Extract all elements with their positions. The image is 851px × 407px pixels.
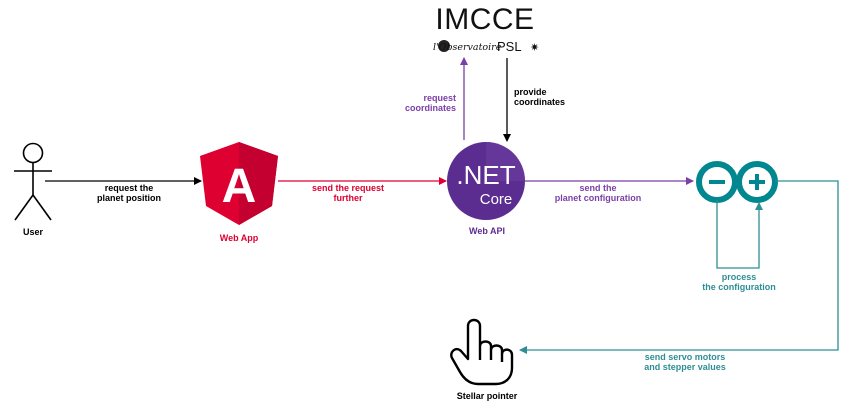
edge-imcce-webapi-label-2: coordinates <box>514 97 565 107</box>
psl-star-icon: ✷ <box>530 42 539 54</box>
edge-webapi-imcce-label-2: coordinates <box>405 103 456 113</box>
edge-arduino-pointer-label-1: send servo motors <box>645 352 726 362</box>
edge-user-webapp-label-2: planet position <box>97 193 161 203</box>
arduino-logo-icon <box>696 161 778 203</box>
edge-arduino-pointer-label-2: and stepper values <box>644 362 726 372</box>
imcce-logo: IMCCE l'Observatoire PSL ✷ <box>433 3 539 54</box>
pointer-label: Stellar pointer <box>457 391 518 401</box>
edge-arduino-loop <box>716 200 763 269</box>
observatoire-badge-icon <box>438 40 450 52</box>
imcce-sub-left: l'Observatoire <box>433 42 502 53</box>
angular-logo-icon: A <box>200 142 278 225</box>
user-label: User <box>23 227 44 237</box>
edge-user-webapp-label-1: request the <box>105 183 154 193</box>
dotnet-core-logo-icon: .NET Core <box>447 142 525 220</box>
imcce-title: IMCCE <box>435 3 534 36</box>
edge-arduino-loop-label-2: the configuration <box>702 282 776 292</box>
imcce-sub-right: PSL <box>497 39 522 54</box>
pointing-hand-icon <box>450 318 514 386</box>
edge-arduino-pointer <box>519 180 839 354</box>
edge-webapi-arduino-label-2: planet configuration <box>555 193 642 203</box>
edge-webapi-imcce-label-1: request <box>423 93 456 103</box>
edge-webapp-webapi-label-1: send the request <box>312 183 384 193</box>
stick-figure-icon <box>14 142 52 221</box>
edge-webapi-arduino-label-1: send the <box>579 183 616 193</box>
dotnet-logo-line2: Core <box>480 191 513 208</box>
angular-letter: A <box>222 160 257 213</box>
webapp-label: Web App <box>220 233 259 243</box>
edge-arduino-loop-label-1: process <box>722 272 757 282</box>
dotnet-logo-line1: .NET <box>456 160 515 190</box>
edge-imcce-webapi-label-1: provide <box>514 87 547 97</box>
webapi-label: Web API <box>469 226 505 236</box>
edge-webapp-webapi-label-2: further <box>334 193 363 203</box>
